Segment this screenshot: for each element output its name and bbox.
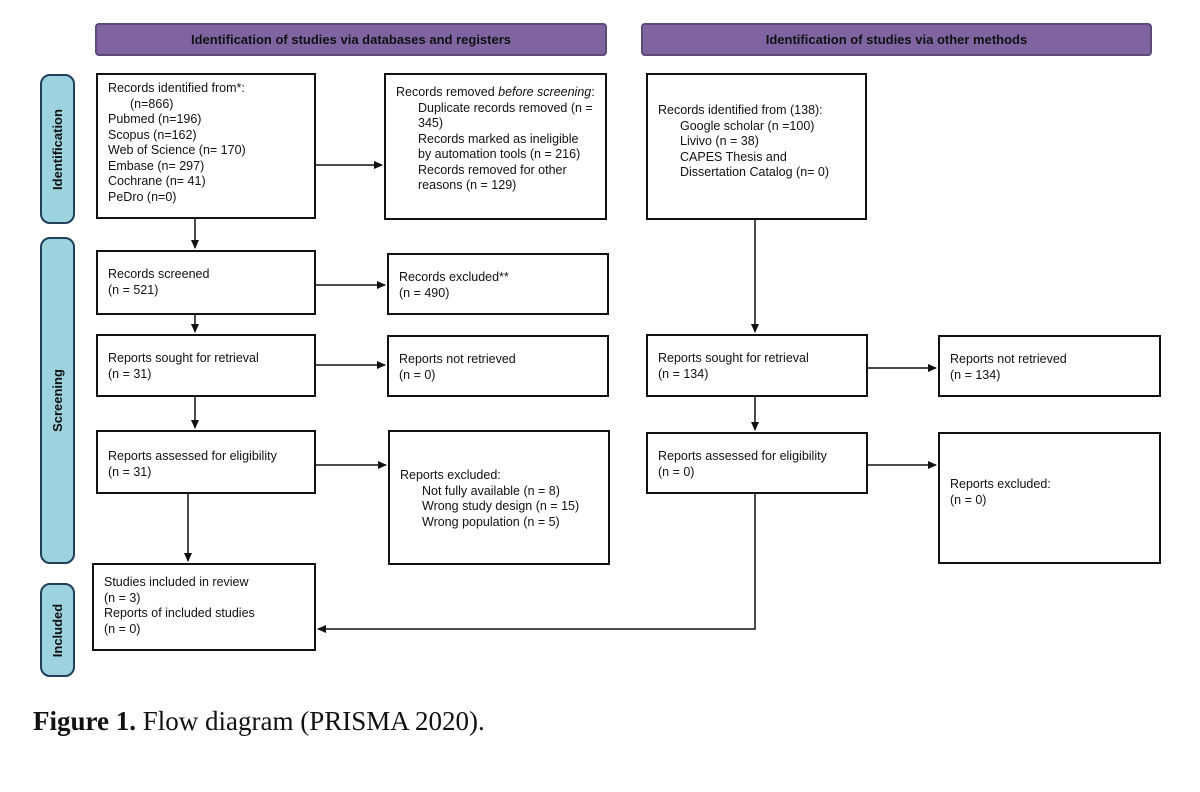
assessed-right-n: (n = 0) — [658, 464, 695, 479]
box-reports-assessed-right: Reports assessed for eligibility (n = 0) — [646, 432, 868, 494]
box-records-removed: Records removed before screening: Duplic… — [384, 73, 607, 220]
source-pubmed: Pubmed (n=196) — [108, 112, 202, 126]
figure-caption: Figure 1. Flow diagram (PRISMA 2020). — [33, 706, 485, 737]
removed-duplicates: Duplicate records removed (n = 345) — [418, 100, 593, 131]
assessed-right-label: Reports assessed for eligibility — [658, 449, 827, 463]
excluded-not-available: Not fully available (n = 8) — [422, 483, 560, 498]
header-databases: Identification of studies via databases … — [95, 23, 607, 56]
caption-label: Figure 1. — [33, 706, 136, 736]
records-screened-label: Records screened — [108, 267, 210, 281]
not-retrieved-right-n: (n = 134) — [950, 367, 1001, 382]
records-removed-title: Records removed before screening: — [396, 85, 595, 101]
phase-included: Included — [40, 583, 75, 677]
phase-identification: Identification — [40, 74, 75, 224]
records-excluded-label: Records excluded** — [399, 270, 509, 284]
arrow-right-to-included — [317, 494, 756, 633]
source-capes: CAPES Thesis and Dissertation Catalog (n… — [680, 149, 830, 180]
records-excluded-n: (n = 490) — [399, 285, 450, 300]
source-google-scholar: Google scholar (n =100) — [680, 118, 815, 133]
box-studies-included: Studies included in review (n = 3) Repor… — [92, 563, 316, 651]
reports-sought-left-label: Reports sought for retrieval — [108, 351, 259, 365]
source-embase: Embase (n= 297) — [108, 158, 205, 173]
header-other-label: Identification of studies via other meth… — [765, 32, 1028, 47]
not-retrieved-left-label: Reports not retrieved — [399, 352, 516, 366]
source-cochrane: Cochrane (n= 41) — [108, 174, 206, 188]
reports-included-n: (n = 0) — [104, 621, 141, 636]
removed-title-em: before screening — [498, 85, 592, 99]
source-web-of-science: Web of Science (n= 170) — [108, 143, 246, 157]
reports-sought-left-n: (n = 31) — [108, 366, 152, 381]
box-reports-not-retrieved-right: Reports not retrieved (n = 134) — [938, 335, 1161, 397]
reports-excluded-right-label: Reports excluded: — [950, 477, 1051, 491]
source-livivo: Livivo (n = 38) — [680, 134, 759, 148]
caption-text: Flow diagram (PRISMA 2020). — [136, 706, 485, 736]
not-retrieved-right-label: Reports not retrieved — [950, 352, 1067, 366]
excluded-wrong-population: Wrong population (n = 5) — [422, 514, 560, 529]
box-reports-not-retrieved-left: Reports not retrieved (n = 0) — [387, 335, 609, 397]
records-identified-total: (n=866) — [130, 96, 174, 111]
reports-excluded-right-n: (n = 0) — [950, 492, 987, 507]
source-pedro: PeDro (n=0) — [108, 189, 177, 204]
box-reports-assessed-left: Reports assessed for eligibility (n = 31… — [96, 430, 316, 494]
header-databases-label: Identification of studies via databases … — [190, 32, 512, 47]
reports-sought-right-n: (n = 134) — [658, 366, 709, 381]
removed-other: Records removed for other reasons (n = 1… — [418, 162, 567, 193]
reports-included-label: Reports of included studies — [104, 606, 255, 620]
removed-automation: Records marked as ineligible by automati… — [418, 131, 581, 162]
removed-title-pre: Records removed — [396, 85, 499, 99]
box-reports-sought-left: Reports sought for retrieval (n = 31) — [96, 334, 316, 397]
box-records-identified: Records identified from*: (n=866) Pubmed… — [96, 73, 316, 219]
box-reports-excluded-right: Reports excluded: (n = 0) — [938, 432, 1161, 564]
studies-included-label: Studies included in review — [104, 575, 249, 589]
records-screened-n: (n = 521) — [108, 282, 159, 297]
source-scopus: Scopus (n=162) — [108, 127, 197, 142]
box-records-excluded: Records excluded** (n = 490) — [387, 253, 609, 315]
removed-title-post: : — [591, 85, 595, 99]
other-identified-title: Records identified from (138): — [658, 103, 823, 117]
assessed-left-label: Reports assessed for eligibility — [108, 449, 277, 463]
not-retrieved-left-n: (n = 0) — [399, 367, 436, 382]
records-identified-title: Records identified from*: — [108, 81, 245, 95]
studies-included-n: (n = 3) — [104, 590, 141, 605]
header-other-methods: Identification of studies via other meth… — [641, 23, 1152, 56]
box-reports-sought-right: Reports sought for retrieval (n = 134) — [646, 334, 868, 397]
assessed-left-n: (n = 31) — [108, 464, 152, 479]
box-records-screened: Records screened (n = 521) — [96, 250, 316, 315]
reports-sought-right-label: Reports sought for retrieval — [658, 351, 809, 365]
box-other-records-identified: Records identified from (138): Google sc… — [646, 73, 867, 220]
box-reports-excluded-left: Reports excluded: Not fully available (n… — [388, 430, 610, 565]
excluded-wrong-design: Wrong study design (n = 15) — [422, 499, 580, 513]
phase-screening: Screening — [40, 237, 75, 564]
reports-excluded-left-label: Reports excluded: — [400, 468, 501, 482]
